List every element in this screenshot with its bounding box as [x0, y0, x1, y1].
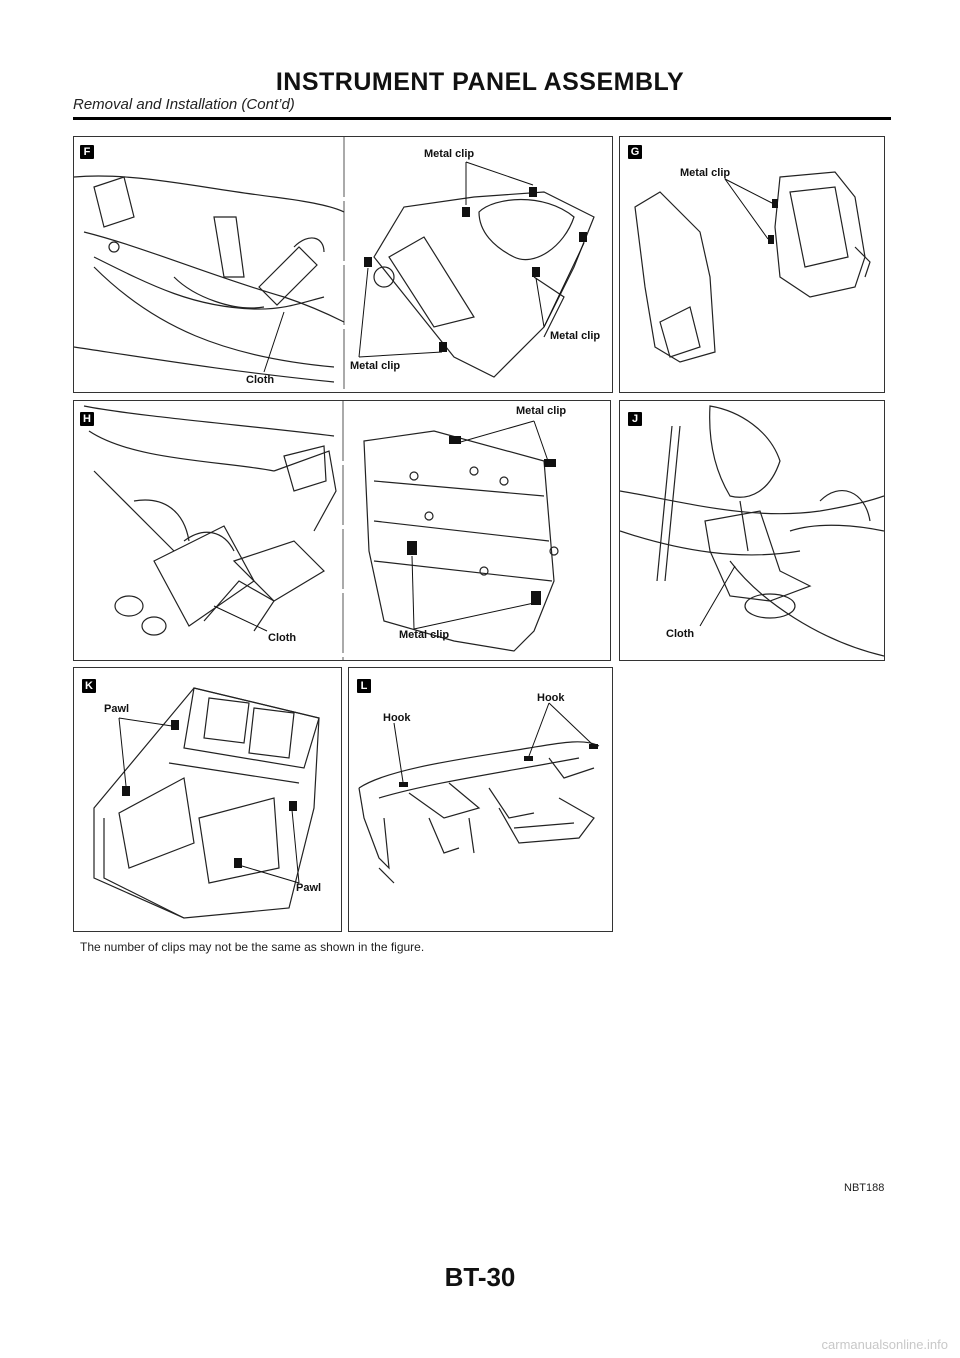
page-number: BT-30 [444, 1262, 516, 1292]
watermark: carmanualsonline.info [821, 1337, 948, 1352]
label-hook: Hook [537, 692, 565, 704]
label-cloth: Cloth [246, 374, 275, 386]
panel-l: L Hook Hook [348, 667, 613, 932]
figure-id: NBT188 [844, 1182, 885, 1194]
panel-badge-k: K [82, 679, 96, 693]
label-metal-clip: Metal clip [680, 167, 731, 179]
panel-k: K Pawl Pawl [73, 667, 342, 932]
page-title: INSTRUMENT PANEL ASSEMBLY [275, 68, 685, 96]
panel-f-illustration [74, 137, 595, 392]
panel-badge-g: G [628, 145, 642, 159]
label-metal-clip: Metal clip [424, 148, 475, 160]
header-rule [73, 117, 891, 120]
label-metal-clip: Metal clip [550, 330, 601, 342]
panel-g: G Metal clip [619, 136, 885, 393]
label-cloth: Cloth [268, 632, 297, 644]
panel-badge-h: H [80, 412, 94, 426]
label-metal-clip: Metal clip [350, 360, 401, 372]
panel-j-illustration [620, 405, 884, 657]
figure-note: The number of clips may not be the same … [80, 940, 425, 954]
label-hook: Hook [383, 712, 411, 724]
panel-l-illustration [358, 702, 600, 884]
label-pawl: Pawl [104, 703, 130, 715]
label-cloth: Cloth [666, 628, 695, 640]
panel-h: H Metal clip Metal clip Cloth [73, 400, 611, 661]
page-subtitle: Removal and Installation (Cont’d) [73, 96, 295, 113]
panel-badge-j: J [628, 412, 642, 426]
label-metal-clip: Metal clip [516, 405, 567, 417]
panel-f: F Metal clip Metal clip Metal clip Cloth [73, 136, 613, 393]
panel-k-illustration [93, 687, 320, 919]
panel-j: J Cloth [619, 400, 885, 661]
label-pawl: Pawl [296, 882, 322, 894]
label-metal-clip: Metal clip [399, 629, 450, 641]
panel-g-illustration [634, 171, 871, 363]
panel-h-illustration [83, 401, 559, 660]
panel-badge-l: L [357, 679, 371, 693]
panel-badge-f: F [80, 145, 94, 159]
